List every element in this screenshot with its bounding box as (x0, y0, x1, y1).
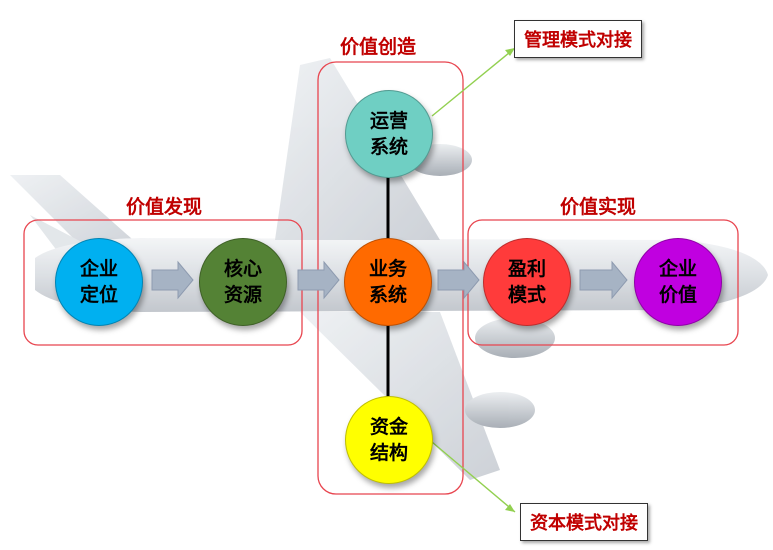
arrow-business-to-profit (437, 260, 480, 300)
callout-line-management (431, 47, 516, 117)
callout-management-mode: 管理模式对接 (514, 20, 642, 58)
node-label-line2: 系统 (368, 284, 407, 306)
callout-line-capital (431, 441, 516, 513)
airplane-lower-wing (300, 312, 500, 480)
node-label-line2: 资源 (223, 284, 262, 306)
airplane-tail-fin (10, 175, 150, 255)
node-label-line2: 价值 (658, 284, 697, 306)
arrow-profit-to-value (579, 260, 628, 300)
group-label-discovery: 价值发现 (126, 196, 203, 218)
node-label-line1: 企业 (79, 258, 118, 280)
callout-arrowhead-management (505, 48, 515, 56)
node-capital-structure: 资金结构 (345, 396, 433, 484)
node-label-line1: 业务 (368, 258, 407, 280)
node-label-line2: 模式 (507, 284, 546, 306)
node-label-line1: 核心 (223, 258, 262, 280)
arrow-resources-to-business (297, 260, 340, 300)
node-enterprise-value: 企业价值 (634, 238, 722, 326)
group-label-creation: 价值创造 (340, 36, 417, 58)
node-label-line2: 系统 (369, 136, 408, 158)
node-core-resources: 核心资源 (199, 238, 287, 326)
arrow-positioning-to-resources (151, 260, 194, 300)
group-label-realization: 价值实现 (560, 196, 637, 218)
node-profit-model: 盈利模式 (483, 238, 571, 326)
callout-arrowhead-capital (505, 504, 515, 512)
airplane-engine-lower (465, 392, 535, 428)
node-operations-system: 运营系统 (345, 90, 433, 178)
callout-capital-mode: 资本模式对接 (520, 503, 648, 541)
node-label-line2: 结构 (369, 442, 408, 464)
node-label-line1: 企业 (658, 258, 697, 280)
node-label-line1: 运营 (369, 110, 408, 132)
node-label-line1: 盈利 (507, 258, 546, 280)
node-business-system: 业务系统 (344, 238, 432, 326)
airplane-engine-lower-inner (475, 318, 555, 358)
node-label-line1: 资金 (369, 416, 408, 438)
node-enterprise-positioning: 企业定位 (55, 238, 143, 326)
node-label-line2: 定位 (79, 284, 118, 306)
